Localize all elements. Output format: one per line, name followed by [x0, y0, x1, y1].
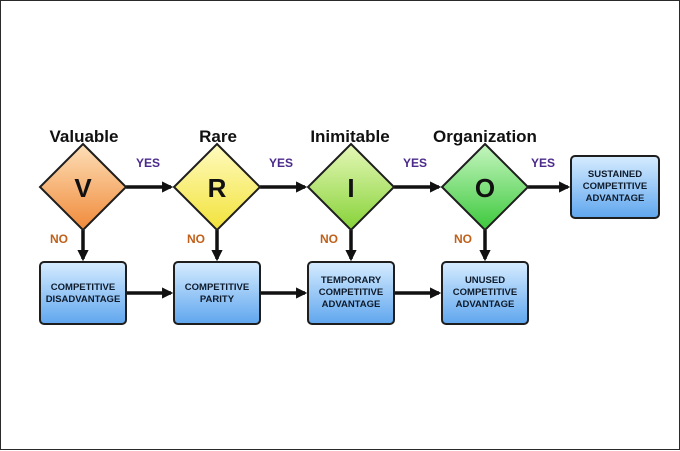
outcome-line: TEMPORARY — [321, 275, 382, 286]
criterion-inimitable: Inimitable I YES NO — [306, 127, 427, 246]
outcome-line: COMPETITIVE — [51, 282, 115, 293]
diamond-letter: V — [74, 173, 92, 203]
outcome-line: DISADVANTAGE — [46, 294, 121, 305]
criterion-rare: Rare R YES NO — [172, 127, 293, 246]
outcome-competitive-disadvantage: COMPETITIVE DISADVANTAGE — [39, 261, 127, 325]
criterion-title: Organization — [433, 127, 537, 146]
outcome-line: ADVANTAGE — [586, 193, 645, 204]
no-label: NO — [320, 232, 338, 246]
diamond-letter: R — [208, 173, 227, 203]
outcome-box — [173, 261, 261, 325]
outcome-line: PARITY — [200, 294, 235, 305]
criterion-title: Valuable — [50, 127, 119, 146]
outcome-box — [307, 261, 395, 325]
outcome-competitive-parity: COMPETITIVE PARITY — [173, 261, 261, 325]
outcome-box — [441, 261, 529, 325]
yes-label: YES — [136, 156, 160, 170]
criterion-organization: Organization O YES NO — [433, 127, 555, 246]
outcome-line: COMPETITIVE — [453, 287, 517, 298]
outcome-sustained-competitive-advantage: SUSTAINED COMPETITIVE ADVANTAGE — [570, 155, 660, 219]
criterion-valuable: Valuable V YES NO — [38, 127, 160, 246]
diamond-letter: I — [347, 173, 354, 203]
yes-label: YES — [403, 156, 427, 170]
outcome-unused-competitive-advantage: UNUSED COMPETITIVE ADVANTAGE — [441, 261, 529, 325]
yes-label: YES — [531, 156, 555, 170]
outcome-temporary-competitive-advantage: TEMPORARY COMPETITIVE ADVANTAGE — [307, 261, 395, 325]
outcome-line: COMPETITIVE — [319, 287, 383, 298]
outcome-line: COMPETITIVE — [185, 282, 249, 293]
no-label: NO — [187, 232, 205, 246]
yes-label: YES — [269, 156, 293, 170]
criterion-title: Rare — [199, 127, 237, 146]
outcome-box — [570, 155, 660, 219]
no-label: NO — [50, 232, 68, 246]
decision-diamond — [38, 142, 128, 232]
criterion-title: Inimitable — [310, 127, 389, 146]
outcome-line: UNUSED — [465, 275, 505, 286]
outcome-box — [39, 261, 127, 325]
decision-diamond — [440, 142, 530, 232]
diamond-letter: O — [475, 173, 495, 203]
outcome-line: ADVANTAGE — [322, 299, 381, 310]
decision-diamond — [172, 142, 262, 232]
outcome-line: SUSTAINED — [588, 169, 642, 180]
outcome-line: ADVANTAGE — [456, 299, 515, 310]
no-label: NO — [454, 232, 472, 246]
decision-diamond — [306, 142, 396, 232]
outcome-line: COMPETITIVE — [583, 181, 647, 192]
